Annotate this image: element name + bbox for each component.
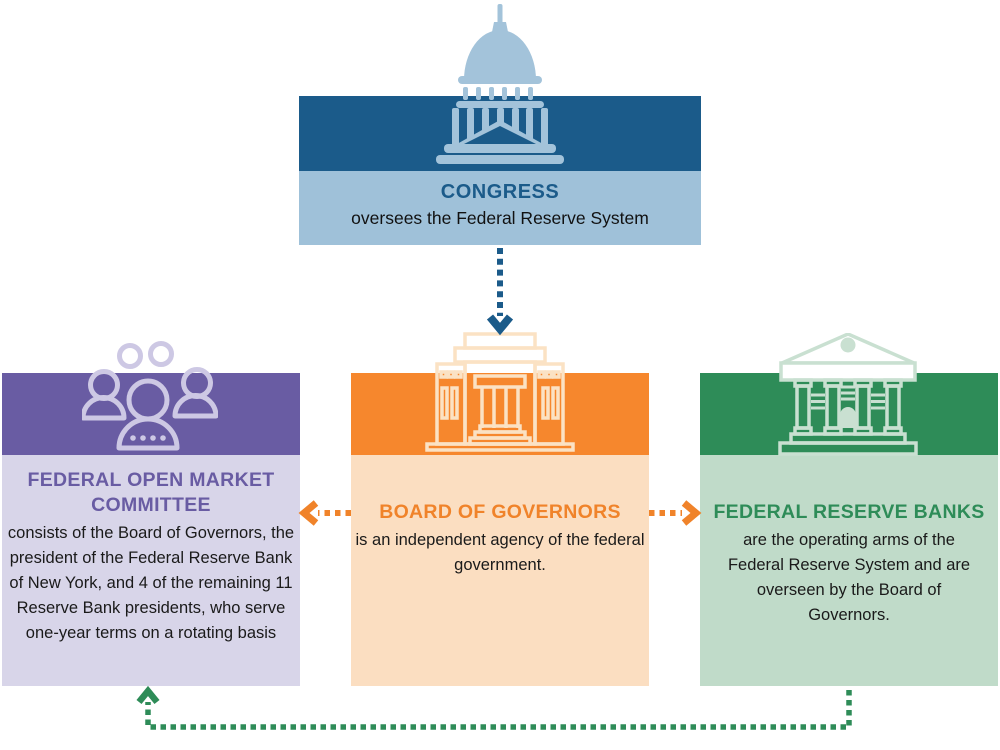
fomc-description: consists of the Board of Governors, the … xyxy=(7,524,295,642)
arrow-governors-to-fomc xyxy=(298,500,351,526)
federal-reserve-banks-box: FEDERAL RESERVE BANKS are the operating … xyxy=(700,373,998,686)
arrow-banks-to-fomc xyxy=(136,685,852,730)
arrow-governors-to-banks xyxy=(649,500,702,526)
federal-reserve-banks-header-band xyxy=(700,373,998,455)
board-of-governors-header-band xyxy=(351,373,649,455)
congress-subtitle: oversees the Federal Reserve System xyxy=(351,208,649,228)
arrow-congress-to-governors xyxy=(486,248,514,336)
federal-reserve-banks-description: are the operating arms of the Federal Re… xyxy=(727,531,971,624)
fomc-header-band xyxy=(2,373,300,455)
congress-header-band xyxy=(299,96,701,171)
board-of-governors-body: BOARD OF GOVERNORS is an independent age… xyxy=(351,455,649,686)
congress-box: CONGRESS oversees the Federal Reserve Sy… xyxy=(299,96,701,245)
federal-reserve-banks-body: FEDERAL RESERVE BANKS are the operating … xyxy=(700,455,998,686)
federal-reserve-banks-title: FEDERAL RESERVE BANKS xyxy=(713,501,985,523)
congress-body: CONGRESS oversees the Federal Reserve Sy… xyxy=(299,171,701,245)
board-of-governors-description: is an independent agency of the federal … xyxy=(355,531,645,574)
fomc-box: FEDERAL OPEN MARKET COMMITTEE consists o… xyxy=(2,373,300,686)
board-of-governors-title: BOARD OF GOVERNORS xyxy=(379,501,621,523)
congress-title: CONGRESS xyxy=(440,181,560,203)
fomc-body: FEDERAL OPEN MARKET COMMITTEE consists o… xyxy=(2,455,300,686)
fomc-title: FEDERAL OPEN MARKET COMMITTEE xyxy=(27,469,275,516)
board-of-governors-box: BOARD OF GOVERNORS is an independent age… xyxy=(351,373,649,686)
